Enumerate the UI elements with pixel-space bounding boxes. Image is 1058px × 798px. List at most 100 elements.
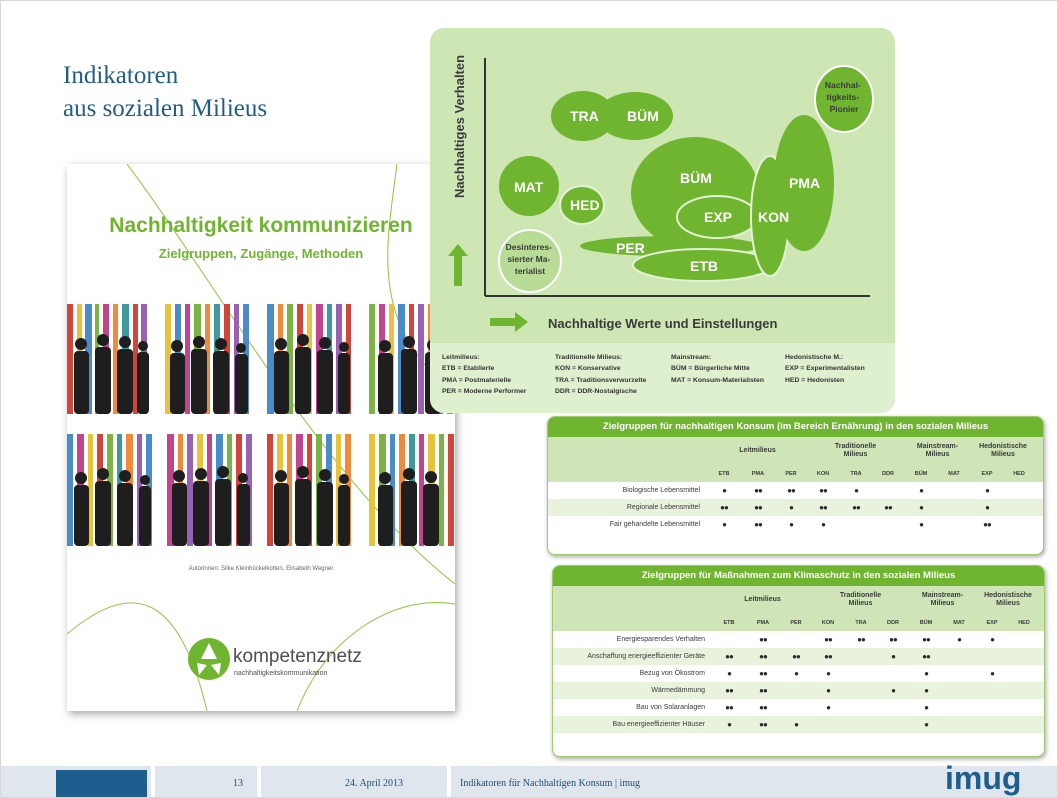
table-cell: ● [891, 652, 896, 661]
kompetenznetz-logo-icon [188, 638, 230, 680]
table-cell [977, 648, 1007, 665]
table-cell [878, 699, 908, 716]
row-label: Bau von Solaranlagen [636, 704, 705, 711]
table-cell: ●● [759, 652, 768, 661]
table-cell: ●● [787, 486, 796, 495]
table-cell: ●● [720, 503, 729, 512]
table-cell: ●● [824, 635, 833, 644]
table-cell: ● [727, 720, 732, 729]
column-header: ETB [723, 620, 735, 626]
table-cell [873, 516, 903, 533]
photo-tile-2 [165, 304, 251, 414]
table-cell: ●● [857, 635, 866, 644]
slide-title-line-1: Indikatoren [63, 62, 179, 89]
table-cell: ●● [889, 635, 898, 644]
table-cell: ●● [819, 486, 828, 495]
column-header: ETB [718, 471, 730, 477]
legend-col-leit: Leitmilieus: ETB = Etablierte PMA = Post… [442, 354, 527, 395]
table-cell: ● [985, 503, 990, 512]
table-climate: Zielgruppen für Maßnahmen zum Klimaschut… [552, 565, 1045, 757]
column-header: MAT [948, 471, 960, 477]
table-cell: ●● [922, 635, 931, 644]
table-cell: ● [789, 520, 794, 529]
table-cell: ●● [792, 652, 801, 661]
table-cell: ● [727, 669, 732, 678]
table-cell: ● [722, 520, 727, 529]
column-header: PMA [751, 471, 765, 477]
bubble-pioneer [814, 65, 874, 133]
label-kon: KON [758, 209, 789, 225]
group-header: Mainstream-Milieus [921, 592, 964, 607]
table-cell [944, 665, 974, 682]
column-header: EXP [981, 471, 993, 477]
table-cell: ●● [754, 503, 763, 512]
column-header: PER [785, 471, 797, 477]
footer-caption: Indikatoren für Nachhaltigen Konsum | im… [460, 778, 641, 789]
row-label: Biologische Lebensmittel [622, 487, 700, 494]
row-label: Bau energieeffizienter Häuser [612, 721, 705, 728]
table-cell: ● [826, 686, 831, 695]
legend-col-trad: Traditionelle Milieus: KON = Konservativ… [555, 354, 647, 395]
column-header: MAT [953, 620, 965, 626]
table-cell: ● [794, 669, 799, 678]
column-header: TRA [855, 620, 867, 626]
table-cell: ●● [759, 703, 768, 712]
footer-accent-block [56, 770, 147, 797]
table-cell: ●● [725, 686, 734, 695]
table-cell [781, 631, 811, 648]
imug-logo: imug [945, 760, 1022, 796]
label-bum-small: BÜM [627, 108, 659, 124]
table-row: Bezug von Ökostrom●●●●●●● [553, 665, 1044, 682]
footer-separator [447, 766, 451, 797]
row-label: Fair gehandelte Lebensmittel [609, 521, 700, 528]
table-cell [944, 682, 974, 699]
book-title: Nachhaltigkeit kommunizieren [109, 214, 413, 237]
table-cell [1009, 665, 1039, 682]
table-cell [1009, 648, 1039, 665]
table-cell: ●● [759, 669, 768, 678]
table-cell: ● [794, 720, 799, 729]
label-pioneer: Nachhal- tigkeits- Pionier [825, 80, 863, 114]
photo-tile-1 [67, 304, 149, 414]
bubble-tra [551, 91, 615, 141]
table-cell: ● [919, 486, 924, 495]
table-cell [846, 665, 876, 682]
book-cover: Nachhaltigkeit kommunizieren Zielgruppen… [67, 164, 455, 711]
table-cell: ●● [819, 503, 828, 512]
table-cell: ●● [759, 720, 768, 729]
table-cell [781, 699, 811, 716]
slide-title: Indikatoren aus sozialen Milieus [63, 59, 267, 125]
table-row: Biologische Lebensmittel●●●●●●●●●● [548, 482, 1043, 499]
table-row: Bau von Solaranlagen●●●●●● [553, 699, 1044, 716]
table-cell [977, 682, 1007, 699]
column-header: HED [1013, 471, 1025, 477]
table-cell: ●● [884, 503, 893, 512]
table-row: Bau energieeffizienter Häuser●●●●● [553, 716, 1044, 733]
table-cell: ● [924, 686, 929, 695]
table-cell: ●● [852, 503, 861, 512]
table-cell: ● [990, 635, 995, 644]
label-desinterested: Desinteres- sierter Ma- terialist [506, 242, 555, 276]
table-cell [1009, 699, 1039, 716]
bubble-desinterested [498, 229, 562, 293]
milieu-diagram-canvas: TRA BÜM MAT HED BÜM EXP KON PMA PER ETB … [448, 58, 874, 332]
photo-tile-8 [369, 434, 455, 546]
table-cell [846, 648, 876, 665]
table-cell [878, 716, 908, 733]
table-cell: ●● [754, 520, 763, 529]
footer-bar: 13 24. April 2013 Indikatoren für Nachha… [1, 766, 1057, 797]
table-cell [1009, 631, 1039, 648]
table-cell: ● [821, 520, 826, 529]
table-cell: ● [826, 703, 831, 712]
footer-separator [257, 766, 261, 797]
table-cell: ● [722, 486, 727, 495]
table-cell [781, 682, 811, 699]
table-cell: ●● [824, 652, 833, 661]
bubble-bum-small [597, 92, 673, 140]
x-axis-label: Nachhaltige Werte und Einstellungen [548, 316, 778, 331]
table-cell: ●● [759, 686, 768, 695]
table-cell [846, 699, 876, 716]
